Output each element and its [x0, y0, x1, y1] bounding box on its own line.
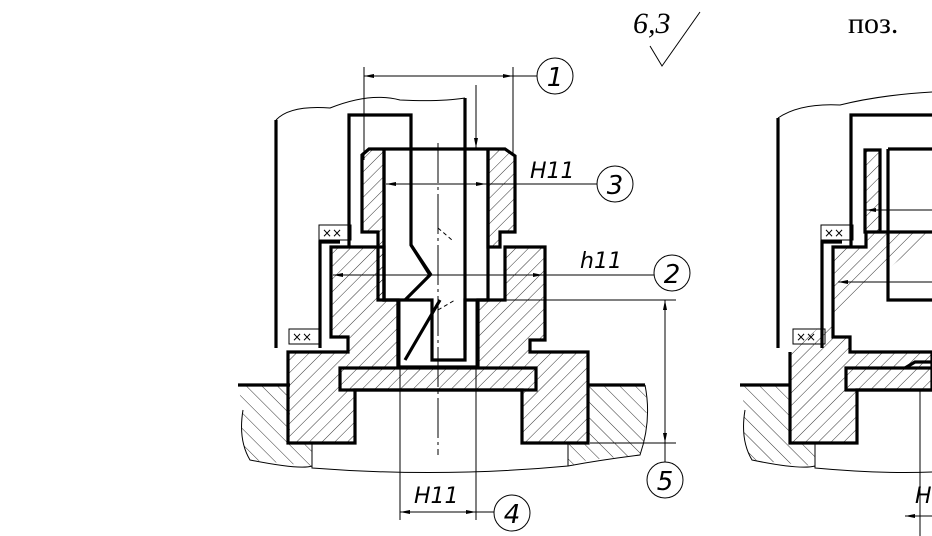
svg-text:1: 1	[547, 63, 564, 93]
svg-text:2: 2	[664, 260, 681, 290]
weld-marker-upper: ××	[318, 224, 352, 241]
tolerance-h11-bore-bottom: H11	[414, 484, 459, 509]
svg-text:××: ××	[796, 330, 816, 344]
svg-text:××: ××	[322, 226, 342, 240]
svg-text:5: 5	[657, 467, 674, 497]
svg-text:××: ××	[292, 330, 312, 344]
dimension-1	[364, 74, 537, 148]
callout-5: 5	[646, 461, 684, 499]
svg-text:6,3: 6,3	[633, 7, 671, 40]
svg-text:3: 3	[607, 171, 624, 201]
callout-2: 2	[653, 254, 691, 292]
tolerance-h11-bore-top: H11	[530, 159, 575, 184]
position-label: поз.	[848, 7, 898, 40]
svg-text:H: H	[915, 484, 932, 509]
right-view-partial: ×× ×× H	[740, 91, 932, 536]
table-section	[238, 383, 649, 474]
cutter	[396, 244, 442, 367]
roughness-symbol: 6,3	[633, 7, 701, 67]
svg-text:4: 4	[504, 500, 521, 530]
callout-1: 1	[536, 57, 574, 95]
callout-3: 3	[596, 165, 634, 203]
weld-marker-lower: ××	[288, 328, 322, 345]
svg-text:××: ××	[824, 226, 844, 240]
tolerance-h11-shaft: h11	[580, 249, 622, 274]
construction-lines	[363, 67, 676, 520]
callout-4: 4	[493, 494, 531, 532]
